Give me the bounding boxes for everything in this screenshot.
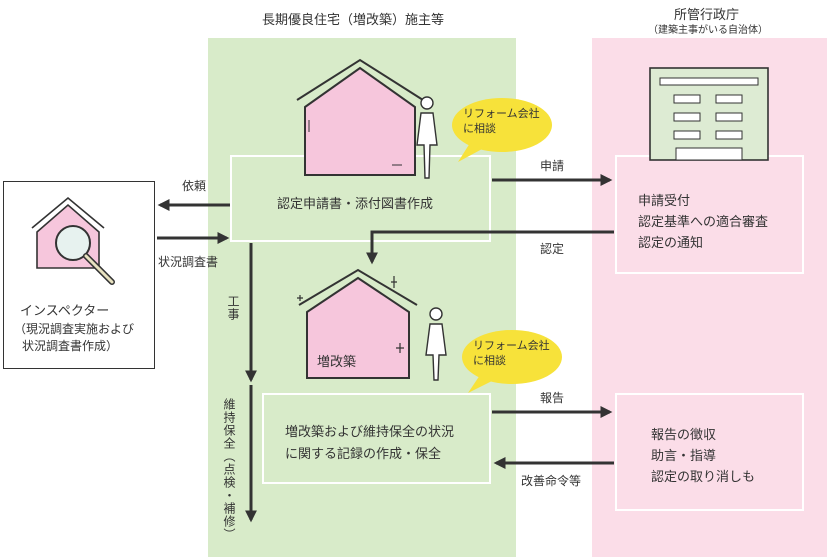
magnifier-icon [55,225,115,285]
application-text: 認定申請書・添付図書作成 [277,197,434,212]
inspector-desc-line2: 状況調査書作成） [22,339,119,353]
authority-review-item-2: 認定基準への適合審査 [638,215,769,230]
person-bottom-icon [425,307,447,381]
house-renovation-icon [298,268,418,379]
label-apply: 申請 [540,159,565,173]
house-top-icon [296,58,424,176]
authority-report-item-1: 報告の徴収 [651,428,717,443]
record-box [262,393,491,484]
authority-column-title: 所管行政庁 [674,8,740,23]
flow-arrows [157,174,614,523]
consult-bubble-bottom-tail [468,375,494,393]
record-text-line1: 増改築および維持保全の状況 [285,425,455,440]
authority-column-subtitle: （建築主事がいる自治体） [648,25,768,36]
consult-bubble-top-tail [458,143,484,162]
label-maintenance: 維持保全（点検・補修） [222,398,236,541]
consult-bubble-bottom-line1: リフォーム会社 [473,339,550,352]
consult-bubble-bottom-line2: に相談 [473,354,506,367]
person-top-icon [416,96,438,179]
inspector-name: インスペクター [20,304,110,319]
label-certify: 認定 [540,242,565,256]
authority-report-box [615,393,804,511]
consult-bubble-top [452,98,552,152]
government-building-icon [649,67,769,161]
owner-column-title: 長期優良住宅（増改築）施主等 [262,13,445,28]
label-order: 改善命令等 [521,474,582,488]
renovation-label: 増改築 [317,355,357,370]
sparkle-icon [297,276,404,353]
consult-bubble-bottom [462,330,562,384]
inspector-desc-line1: （現況調査実施および [14,322,135,336]
authority-report-item-3: 認定の取り消しも [651,470,756,485]
consult-bubble-top-line1: リフォーム会社 [463,107,540,120]
inspector-box [3,181,155,369]
authority-review-item-1: 申請受付 [638,194,691,209]
arrow-certify [366,230,614,265]
record-text-line2: に関する記録の作成・保全 [285,447,442,462]
label-construction: 工事 [226,295,240,321]
label-report: 報告 [540,391,565,405]
authority-report-item-2: 助言・指導 [651,449,717,464]
consult-bubble-top-line2: に相談 [463,122,496,135]
label-request: 依頼 [182,179,207,193]
label-survey-report: 状況調査書 [158,255,219,269]
authority-review-item-3: 認定の通知 [638,236,704,251]
